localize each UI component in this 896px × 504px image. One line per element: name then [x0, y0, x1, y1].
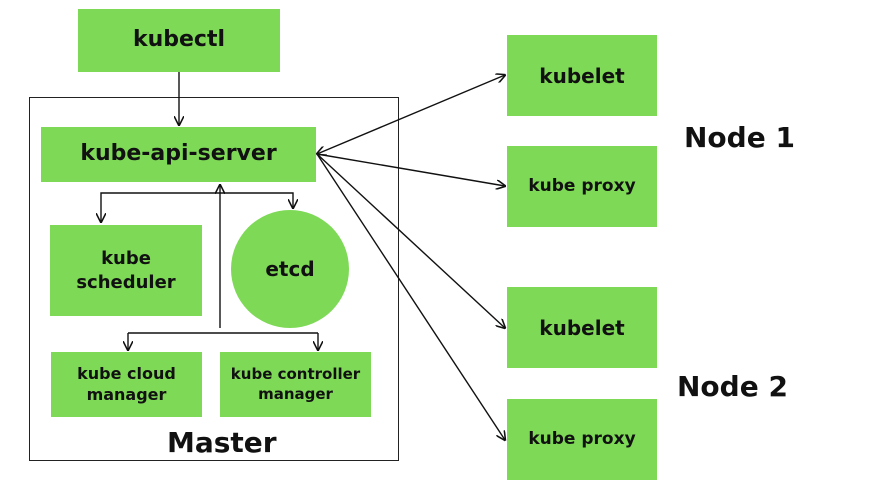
api-to-scheduler-arrow	[101, 192, 220, 222]
node2-kubelet-label: kubelet	[539, 315, 625, 340]
kubectl-label: kubectl	[132, 27, 226, 53]
kube-api-server-label: kube-api-server	[80, 141, 277, 167]
node2-kube-proxy-box: kube proxy	[507, 399, 657, 480]
kube-cloud-manager-label: kube cloud manager	[77, 363, 176, 404]
api-to-node2-kubelet-arrow	[316, 153, 505, 328]
node2-kube-proxy-label: kube proxy	[528, 429, 636, 450]
etcd-circle: etcd	[231, 210, 349, 328]
node1-title: Node 1	[684, 121, 795, 154]
node1-kubelet-label: kubelet	[539, 63, 625, 88]
node1-kube-proxy-box: kube proxy	[507, 146, 657, 227]
master-title: Master	[167, 426, 277, 459]
kube-controller-manager-box: kube controller manager	[220, 352, 371, 417]
api-to-node1-kubelet-arrow	[317, 75, 505, 154]
node1-kubelet-box: kubelet	[507, 35, 657, 116]
kube-scheduler-label: kube scheduler	[76, 248, 176, 293]
kube-controller-manager-label: kube controller manager	[230, 365, 361, 403]
api-to-node2-proxy-arrow	[316, 153, 505, 440]
api-to-etcd-arrow	[220, 192, 293, 208]
kubectl-box: kubectl	[78, 9, 280, 72]
kube-api-server-box: kube-api-server	[41, 127, 316, 182]
node2-kubelet-box: kubelet	[507, 287, 657, 368]
kube-scheduler-box: kube scheduler	[50, 225, 202, 316]
api-to-node1-proxy-arrow	[316, 153, 505, 186]
kube-cloud-manager-box: kube cloud manager	[51, 352, 202, 417]
node2-title: Node 2	[677, 370, 788, 403]
etcd-label: etcd	[265, 257, 315, 281]
node1-kube-proxy-label: kube proxy	[528, 176, 636, 197]
